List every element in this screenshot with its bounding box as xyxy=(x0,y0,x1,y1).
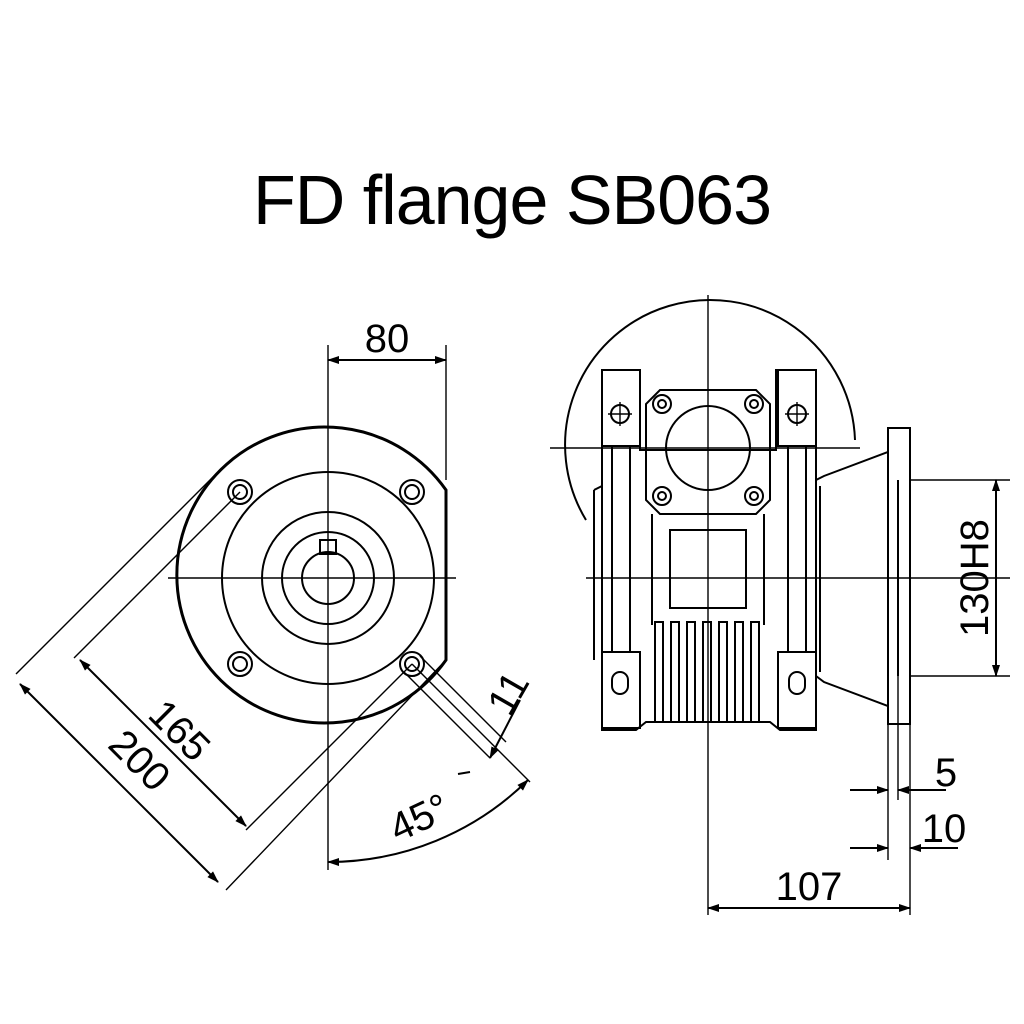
flange-front-view: 80 165 200 11 45° xyxy=(15,317,538,891)
dim-10-label: 10 xyxy=(922,807,967,851)
dim-130H8-label: 130H8 xyxy=(953,519,997,637)
drawing-title: FD flange SB063 xyxy=(252,161,772,239)
input-flange xyxy=(645,389,771,515)
mount-pad-bl xyxy=(601,651,641,729)
input-bore xyxy=(665,405,751,491)
dim-45-arc xyxy=(327,779,529,867)
dim-45-label: 45° xyxy=(383,785,456,850)
mount-pad-tl xyxy=(601,369,641,447)
housing-window xyxy=(669,529,747,609)
cooling-fins xyxy=(654,621,760,723)
dim-107-label: 107 xyxy=(776,865,843,909)
output-flange-plate xyxy=(887,427,911,725)
flange-outline xyxy=(175,425,448,725)
dim-80-label: 80 xyxy=(365,317,410,361)
wheel-housing-arc xyxy=(564,299,856,521)
dim-200-line xyxy=(19,683,219,883)
dim-11-label: 11 xyxy=(479,665,538,723)
mount-pad-tr xyxy=(777,369,817,447)
mount-pad-br xyxy=(777,651,817,729)
gearbox-body xyxy=(601,369,817,731)
output-flange-cone xyxy=(815,450,889,708)
gearbox-side-view: 130H8 5 10 107 xyxy=(550,295,1010,915)
dim-5-label: 5 xyxy=(935,751,957,795)
